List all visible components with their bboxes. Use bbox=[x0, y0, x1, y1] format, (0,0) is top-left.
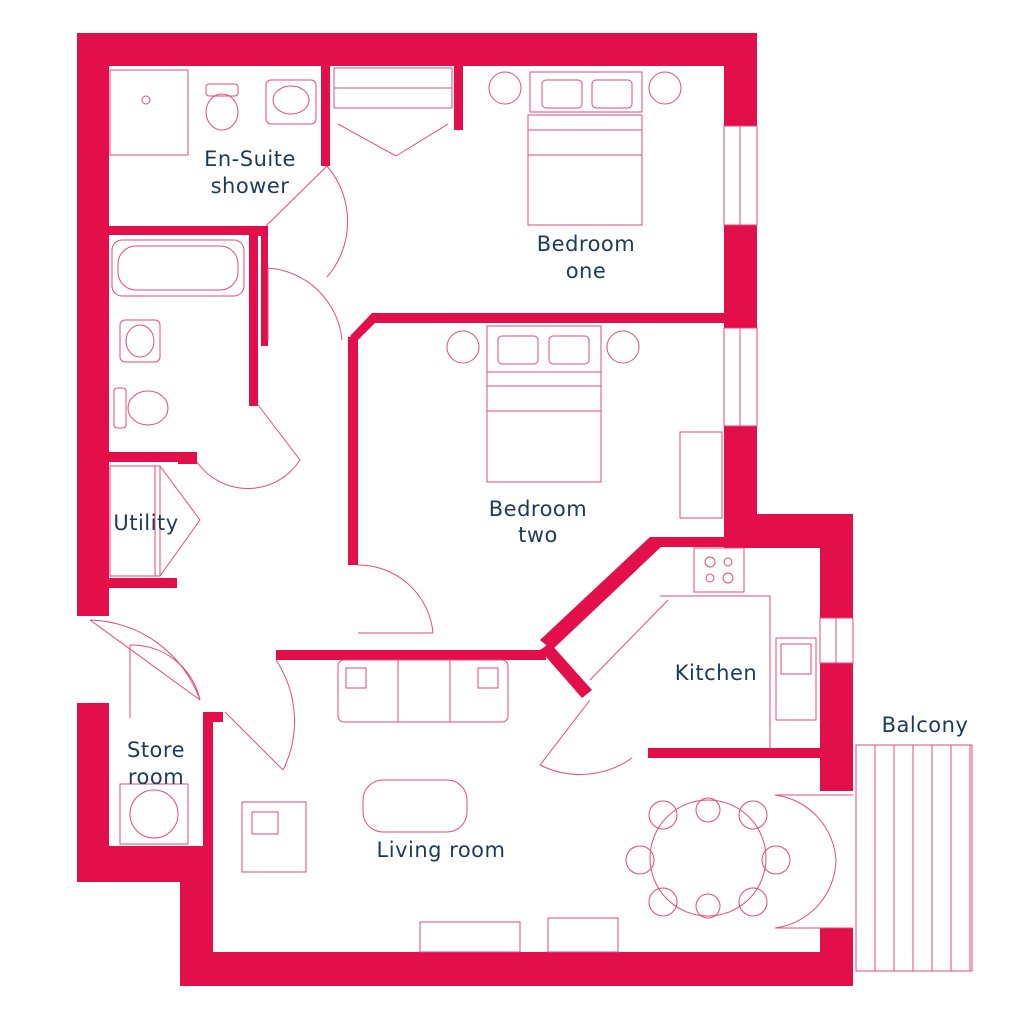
basin-icon bbox=[265, 79, 317, 125]
dining-table-icon bbox=[625, 797, 791, 919]
shower-icon bbox=[109, 69, 189, 156]
armchair-icon bbox=[241, 801, 307, 873]
bedroom-one-label-line2: one bbox=[566, 259, 607, 283]
hob-icon bbox=[693, 547, 745, 593]
balcony bbox=[855, 744, 973, 972]
kitchen-label: Kitchen bbox=[675, 661, 757, 685]
utility-cupboard-icon bbox=[109, 465, 161, 577]
ensuite-label-line2: shower bbox=[211, 174, 290, 198]
ensuite-label-line1: En-Suite bbox=[204, 147, 296, 171]
bedroom-two-label-line1: Bedroom bbox=[489, 497, 587, 521]
doors bbox=[89, 123, 853, 929]
sink-icon bbox=[775, 637, 817, 721]
washing-machine-icon bbox=[119, 783, 189, 845]
tv-unit-icon bbox=[419, 917, 619, 953]
toilet-icon bbox=[113, 387, 169, 429]
store-label-line1: Store bbox=[127, 738, 185, 762]
double-bed-icon bbox=[446, 325, 640, 483]
wardrobe-icon bbox=[333, 67, 453, 109]
bathtub-icon bbox=[111, 239, 245, 297]
kitchen-counter-icon bbox=[589, 595, 771, 748]
desk-icon bbox=[679, 431, 723, 519]
utility-label: Utility bbox=[113, 511, 178, 535]
windows bbox=[723, 125, 854, 664]
outer-walls bbox=[77, 33, 853, 986]
sofa-icon bbox=[337, 659, 509, 723]
furniture bbox=[109, 67, 817, 953]
basin-icon bbox=[119, 319, 161, 363]
living-room-label: Living room bbox=[377, 838, 506, 862]
balcony-label: Balcony bbox=[882, 713, 969, 737]
toilet-icon bbox=[205, 83, 239, 131]
coffee-table-icon bbox=[362, 779, 468, 833]
store-label-line2: room bbox=[128, 765, 184, 789]
bedroom-one-label-line1: Bedroom bbox=[537, 232, 635, 256]
internal-walls bbox=[107, 66, 820, 846]
double-bed-icon bbox=[488, 71, 682, 226]
bedroom-two-label-line2: two bbox=[518, 523, 558, 547]
room-labels: En-Suite shower Bedroom one Bedroom two … bbox=[113, 147, 968, 862]
